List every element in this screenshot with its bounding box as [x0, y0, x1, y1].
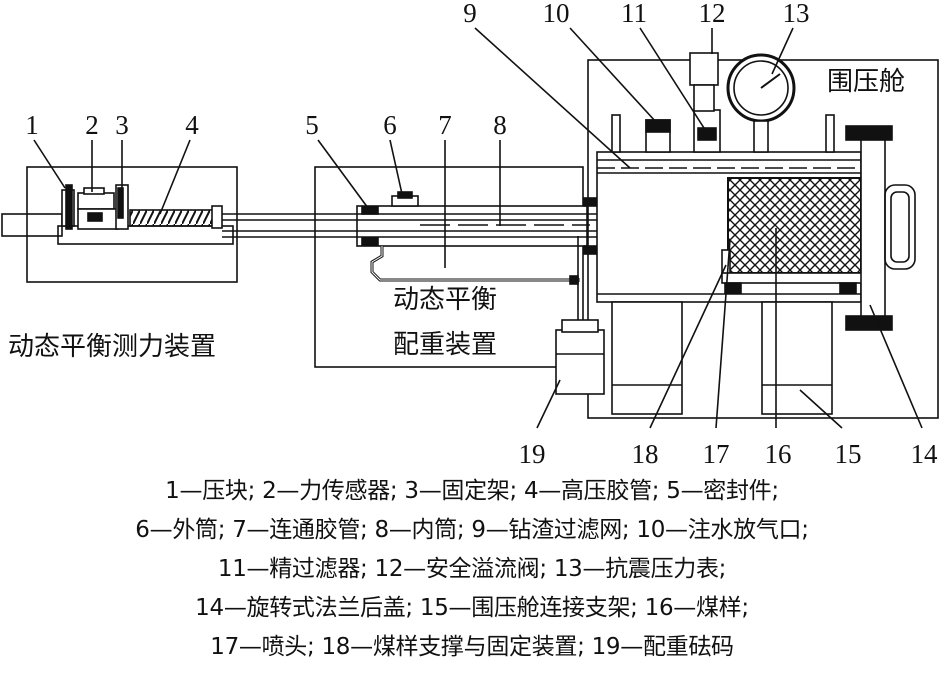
callout-9: 9 — [463, 0, 477, 28]
counterweight-device-label-line1: 动态平衡 — [393, 285, 497, 315]
callout-3: 3 — [115, 110, 129, 140]
safety-relief-valve — [689, 52, 719, 86]
callout-12: 12 — [699, 0, 726, 28]
callout-10: 10 — [543, 0, 570, 28]
counterweight-device-label-line2: 配重装置 — [393, 330, 497, 360]
rear-flange-cover — [860, 127, 886, 327]
legend-line-4: 14—旋转式法兰后盖; 15—围压舱连接支架; 16—煤样; — [195, 595, 749, 621]
legend-line-3: 11—精过滤器; 12—安全溢流阀; 13—抗震压力表; — [217, 556, 727, 582]
force-device-label: 动态平衡测力装置 — [8, 332, 216, 362]
callout-2: 2 — [85, 110, 99, 140]
connecting-hose — [370, 246, 580, 282]
high-pressure-hose-spring — [129, 209, 221, 227]
input-rod — [1, 213, 63, 237]
sample-support — [721, 272, 863, 284]
callout-13: 13 — [783, 0, 810, 28]
legend-line-2: 6—外筒; 7—连通胶管; 8—内筒; 9—钻渣过滤网; 10—注水放气口; — [135, 517, 809, 543]
chamber-label: 围压舱 — [827, 67, 905, 97]
counterweight — [555, 329, 605, 395]
callout-16: 16 — [765, 439, 792, 469]
apparatus-diagram: 围压舱 动态平衡测力装置 动态平衡 配重装置 1 2 3 4 5 6 7 8 9… — [1, 0, 939, 469]
callout-14: 14 — [911, 439, 939, 469]
force-device-box — [26, 166, 238, 283]
callout-17: 17 — [703, 439, 730, 469]
callout-7: 7 — [438, 110, 452, 140]
callout-1: 1 — [25, 110, 39, 140]
outer-tube — [356, 205, 588, 247]
seal — [361, 206, 379, 215]
callout-18: 18 — [632, 439, 659, 469]
callout-15: 15 — [835, 439, 862, 469]
coal-sample — [727, 177, 862, 274]
chamber-bracket-right — [761, 301, 833, 415]
legend-line-5: 17—喷头; 18—煤样支撑与固定装置; 19—配重砝码 — [210, 634, 734, 660]
callout-5: 5 — [305, 110, 319, 140]
callout-8: 8 — [493, 110, 507, 140]
callout-19: 19 — [519, 439, 546, 469]
legend-line-1: 1—压块; 2—力传感器; 3—固定架; 4—高压胶管; 5—密封件; — [165, 478, 779, 504]
force-sensor — [77, 192, 115, 210]
counterweight-device-box — [314, 166, 584, 368]
chamber-bracket-left — [611, 301, 683, 415]
callout-11: 11 — [621, 0, 647, 28]
callout-6: 6 — [383, 110, 397, 140]
callout-4: 4 — [185, 110, 199, 140]
